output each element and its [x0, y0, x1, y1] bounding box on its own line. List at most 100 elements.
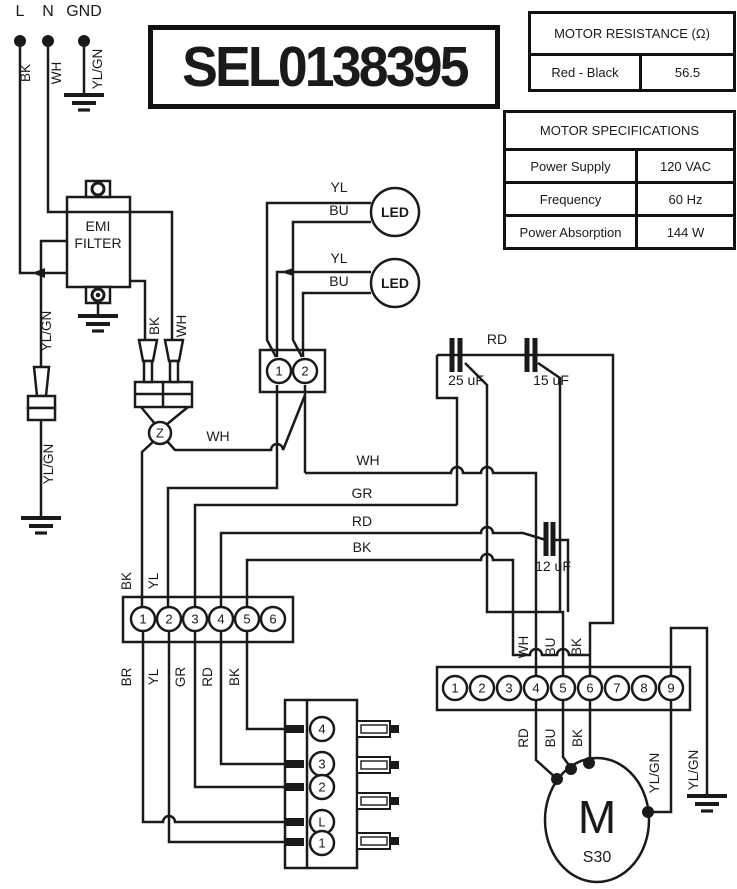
conn-1-label: 1: [318, 836, 325, 851]
wire-label: YL: [330, 179, 347, 195]
wire-label: WH: [49, 62, 64, 85]
wire-label: YL/GN: [39, 311, 54, 352]
spade-block-b: [26, 406, 57, 422]
wire-label: YL/GN: [41, 444, 56, 485]
motor-dot-bk: [583, 757, 595, 769]
conn-3-label: 3: [318, 757, 325, 772]
spade-bk: [137, 338, 159, 363]
conn-entry-4: [286, 725, 304, 733]
wire-label: GR: [352, 485, 373, 501]
resistance-pair-label: Red - Black: [531, 56, 642, 89]
wire-filter-ground-loop: [39, 239, 67, 518]
t9-1: [441, 674, 469, 702]
wire-wh2: [305, 465, 538, 676]
t9-7: [603, 674, 631, 702]
wire-t2-yl-down: [167, 631, 285, 844]
wire-led1-bu: [291, 220, 371, 358]
wire-neutral-N: [46, 47, 174, 340]
wire-t5-bk-down: [245, 631, 285, 731]
splice-diag-left: [140, 406, 157, 426]
spec-value: 60 Hz: [668, 191, 703, 207]
t9-4: [522, 674, 550, 702]
resistance-value: 56.5: [674, 65, 701, 80]
t9-6: [576, 674, 604, 702]
t9-1-label: 1: [451, 681, 458, 696]
conn-entry-3: [286, 760, 304, 768]
spec-value: 144 W: [666, 224, 705, 240]
spec-label: Power Supply: [506, 151, 638, 181]
junction-arrow-led: [281, 268, 293, 276]
prong-inner-2: [360, 760, 388, 770]
wire-label: EMI: [86, 218, 111, 234]
wire-label: WH: [516, 636, 531, 659]
wire-label: RD: [516, 728, 531, 748]
t6-5: [233, 605, 261, 633]
wire-label: 15 uF: [533, 372, 569, 388]
splice-z-label: Z: [156, 426, 164, 441]
ledblk-1-label: 1: [275, 364, 282, 379]
wire-label: RD: [487, 331, 507, 347]
conn-entry-L: [286, 818, 304, 826]
motor-specifications-table: MOTOR SPECIFICATIONS Power Supply 120 VA…: [503, 110, 736, 250]
prong-inner-1: [360, 724, 388, 734]
led-lamp-1-label: LED: [381, 204, 409, 220]
conn-entry-1: [286, 838, 304, 846]
wire-label: 25 uF: [448, 372, 484, 388]
t9-8: [630, 674, 658, 702]
t9-7-label: 7: [613, 681, 620, 696]
power-dot-N: [42, 35, 54, 47]
wire-filter-out-bk: [130, 279, 147, 340]
wire-t3-gr-down: [193, 631, 285, 789]
wire-label: S30: [583, 849, 612, 866]
wire-rd: [219, 525, 547, 607]
spade-wh: [163, 338, 185, 363]
wire-label: FILTER: [74, 235, 121, 251]
wire-label: BK: [147, 317, 162, 335]
wire-label: BK: [227, 668, 242, 686]
spec-value: 120 VAC: [659, 158, 712, 174]
wire-gr: [193, 503, 457, 607]
junction-arrow-filter: [32, 268, 45, 278]
wire-label: YL: [330, 250, 347, 266]
wire-label: BK: [119, 572, 134, 590]
t6-1: [129, 605, 157, 633]
t9-9-label: 9: [667, 681, 674, 696]
splice-z: [147, 420, 173, 446]
t6-2: [155, 605, 183, 633]
wire-label: 12 uF: [535, 558, 571, 574]
spade-bk-stem: [142, 359, 154, 384]
wire-label: BK: [353, 539, 372, 555]
wire-label: N: [42, 3, 54, 20]
wire-label: YL: [146, 572, 161, 589]
wire-t9-ground: [669, 626, 709, 796]
wire-label: L: [16, 3, 25, 20]
wire-motor-ylgn: [649, 700, 673, 814]
wire-label: BU: [329, 202, 348, 218]
wire-label: BK: [18, 64, 33, 82]
motor-resistance-header: MOTOR RESISTANCE (Ω): [531, 14, 733, 56]
motor-dot-bu: [565, 763, 577, 775]
t9-5: [549, 674, 577, 702]
t9-3-label: 3: [505, 681, 512, 696]
ledblk-2: [291, 357, 319, 385]
prong-tip-1: [390, 725, 399, 733]
spec-label: Frequency: [506, 184, 638, 214]
power-dot-GND: [78, 35, 90, 47]
power-dot-L: [14, 35, 26, 47]
wire-t1-br-down: [141, 631, 285, 824]
motor-resistance-table: MOTOR RESISTANCE (Ω) Red - Black 56.5: [528, 11, 736, 92]
wire-label: YL/GN: [90, 49, 105, 90]
motor-dot-rd: [551, 773, 563, 785]
wire-label: YL: [146, 668, 161, 685]
splice-diag-right: [165, 406, 189, 426]
ledblk-2-label: 2: [301, 364, 308, 379]
t6-5-label: 5: [243, 612, 250, 627]
emi-tab-dot: [95, 292, 101, 298]
prong-tip-2: [390, 761, 399, 769]
wire-led2-bu: [301, 291, 371, 357]
wire-label: GR: [173, 667, 188, 688]
wire-line-L: [18, 47, 67, 275]
t6-4-label: 4: [217, 612, 224, 627]
model-number-plate: SEL0138395: [148, 25, 500, 109]
